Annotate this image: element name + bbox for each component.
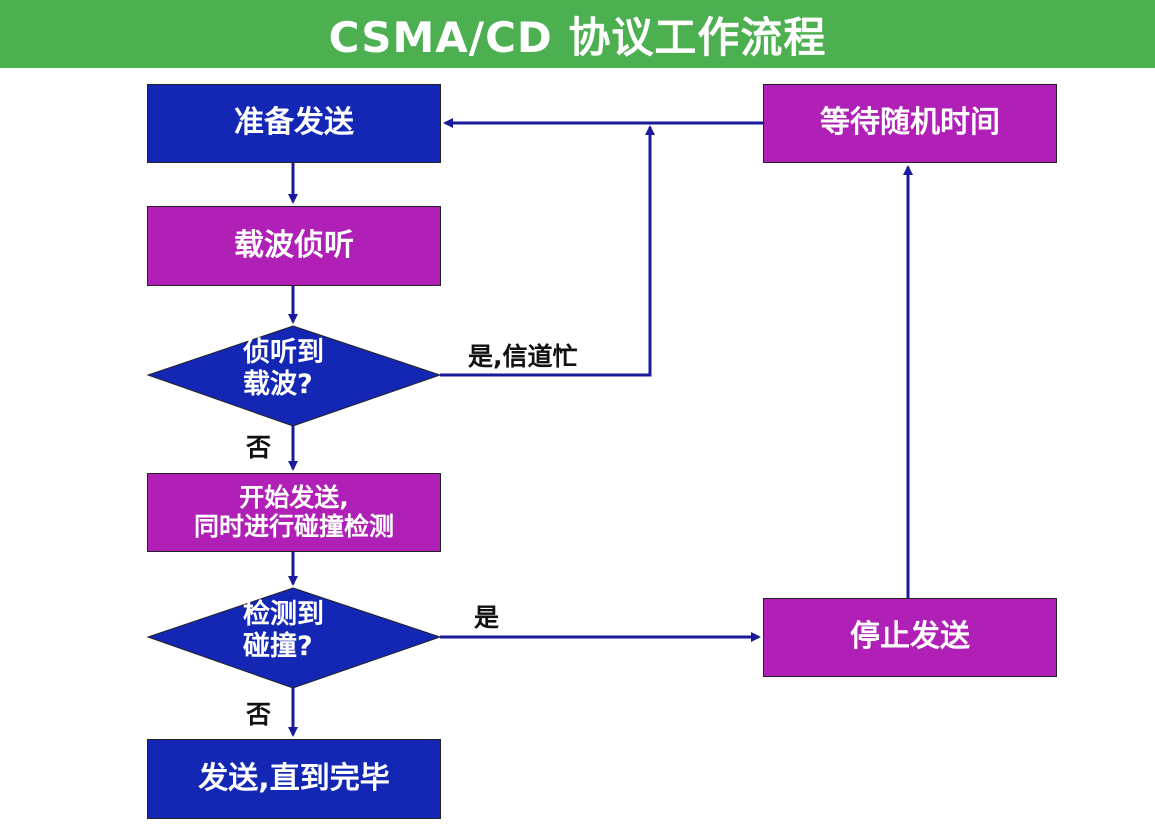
collision-decision-line1: 检测到 xyxy=(243,599,324,630)
carrier-decision-line1: 侦听到 xyxy=(243,337,324,368)
prepare-send-label: 准备发送 xyxy=(234,105,354,141)
start-send-line2: 同时进行碰撞检测 xyxy=(193,511,394,541)
start-send-line1: 开始发送, xyxy=(239,482,349,512)
wait-random-label: 等待随机时间 xyxy=(820,105,1000,141)
carrier-sense-box: 载波侦听 xyxy=(147,206,441,286)
stop-send-label: 停止发送 xyxy=(850,619,970,655)
send-until-done-label: 发送,直到完毕 xyxy=(198,760,390,796)
carrier-sense-label: 载波侦听 xyxy=(234,227,354,263)
collision-decision-line2: 碰撞? xyxy=(243,631,313,663)
page-title: CSMA/CD 协议工作流程 xyxy=(328,12,827,62)
prepare-send-box: 准备发送 xyxy=(147,84,441,163)
carrier-no-edge-label: 否 xyxy=(246,433,272,462)
send-until-done-box: 发送,直到完毕 xyxy=(147,739,441,819)
collision-yes-edge-label: 是 xyxy=(474,603,500,632)
arrow-busy-loop xyxy=(440,125,655,377)
carrier-decision-line2: 载波? xyxy=(243,369,313,401)
busy-edge-label: 是,信道忙 xyxy=(468,342,578,371)
title-bar: CSMA/CD 协议工作流程 xyxy=(0,0,1155,68)
collision-no-edge-label: 否 xyxy=(246,700,272,729)
wait-random-box: 等待随机时间 xyxy=(763,84,1057,163)
stop-send-box: 停止发送 xyxy=(763,598,1057,677)
start-send-box: 开始发送, 同时进行碰撞检测 xyxy=(147,473,441,552)
carrier-decision-label: 侦听到 载波? xyxy=(243,337,324,402)
collision-decision-label: 检测到 碰撞? xyxy=(243,599,324,664)
